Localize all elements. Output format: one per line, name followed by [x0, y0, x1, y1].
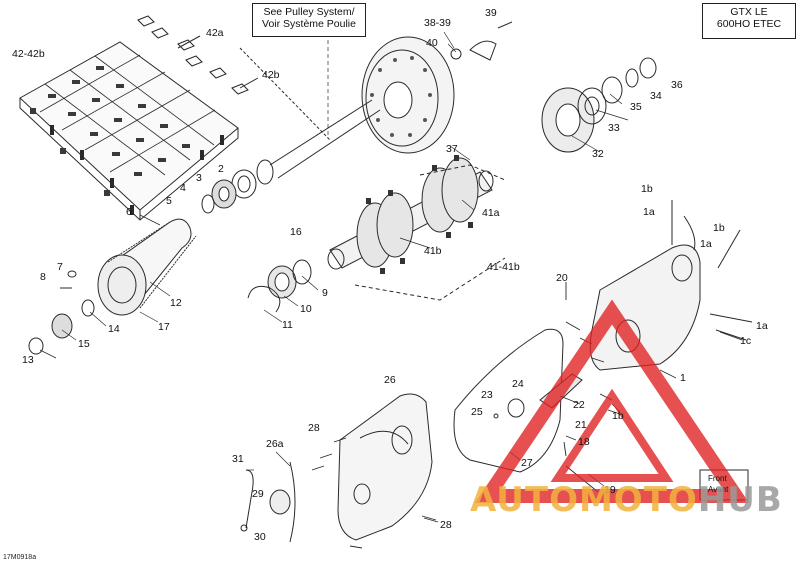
slider-grid-part: [19, 41, 239, 221]
callout-27: 27: [521, 457, 533, 469]
callout-3: 3: [196, 172, 202, 184]
callout-33: 33: [608, 122, 620, 134]
callout-1: 1: [680, 372, 686, 384]
chaincase-housing-part: [589, 200, 753, 371]
gasket-part: [453, 328, 564, 473]
callout-8: 8: [40, 271, 46, 283]
callout-29: 29: [252, 488, 264, 500]
callout-9: 9: [322, 287, 328, 299]
callout-16: 16: [290, 226, 302, 238]
callout-40: 40: [426, 37, 438, 49]
callout-37: 37: [446, 143, 458, 155]
clip-parts: [137, 15, 259, 95]
callout-41-41b: 41-41b: [487, 261, 520, 273]
model-line-2: 600HO ETEC: [716, 18, 782, 30]
callout-19: 19: [604, 484, 616, 496]
watermark-logo-text: AUTOMOTOHUB: [470, 480, 800, 530]
drawing-reference-code: 17M0918a: [3, 554, 37, 561]
callout-2: 2: [218, 163, 224, 175]
callout-1a-mid: 1a: [700, 238, 712, 250]
callout-21: 21: [575, 419, 587, 431]
front-label: Front: [708, 474, 727, 483]
callout-4: 4: [180, 182, 186, 194]
drive-shaft-part: [327, 155, 506, 301]
callout-7: 7: [57, 261, 63, 273]
callout-26a: 26a: [266, 438, 284, 450]
callout-39: 39: [485, 7, 497, 19]
callout-14: 14: [108, 323, 120, 335]
callout-30: 30: [254, 531, 266, 543]
callout-5: 5: [166, 195, 172, 207]
callout-1c: 1c: [740, 335, 752, 347]
avant-label: Avant: [708, 485, 729, 494]
callout-11: 11: [282, 319, 293, 331]
callout-1a-right: 1a: [756, 320, 768, 332]
callout-28-bot: 28: [440, 519, 452, 531]
pulley-note-line-2: Voir Système Poulie: [262, 18, 356, 30]
callout-15: 15: [78, 338, 90, 350]
chain-sprocket-part: [28, 218, 197, 355]
callout-42a: 42a: [206, 27, 224, 39]
callout-42b: 42b: [262, 69, 280, 81]
callout-41b: 41b: [424, 245, 442, 257]
leader-lines: [39, 31, 743, 523]
callout-22: 22: [573, 399, 585, 411]
watermark-text-part1: AUTOMOTO: [470, 480, 698, 520]
callout-24: 24: [512, 378, 524, 390]
watermark-text-part2: HUB: [697, 480, 783, 520]
chaincase-cover-part: [337, 393, 433, 541]
watermark-triangle: [474, 299, 750, 503]
callout-35: 35: [630, 101, 642, 113]
callout-28-top: 28: [308, 422, 320, 434]
callout-17: 17: [158, 321, 170, 333]
callout-36: 36: [671, 79, 683, 91]
callout-12: 12: [170, 297, 182, 309]
callout-42-42b: 42-42b: [12, 48, 45, 60]
pulley-part: [239, 36, 455, 179]
model-line-1: GTX LE: [730, 6, 768, 18]
callout-26: 26: [384, 374, 396, 386]
pulley-reference-box: See Pulley System/ Voir Système Poulie: [252, 3, 366, 37]
callout-10: 10: [300, 303, 312, 315]
callout-1b-right: 1b: [713, 222, 725, 234]
callout-31: 31: [232, 453, 244, 465]
callout-1a-top: 1a: [643, 206, 655, 218]
dipstick-part: [240, 461, 296, 543]
callout-32: 32: [592, 148, 604, 160]
bearing-housing-parts: [450, 21, 657, 153]
callout-34: 34: [650, 90, 662, 102]
callout-1b-low: 1b: [612, 410, 624, 422]
callout-6: 6: [126, 206, 132, 218]
seal-parts: [247, 259, 312, 313]
callout-18: 18: [578, 436, 590, 448]
pulley-note-line-1: See Pulley System/: [263, 6, 355, 18]
bearing-stack-part: [201, 159, 274, 214]
callout-1b-top: 1b: [641, 183, 653, 195]
callout-41a: 41a: [482, 207, 500, 219]
callout-20: 20: [556, 272, 568, 284]
model-box: GTX LE 600HO ETEC: [702, 3, 796, 39]
callout-13: 13: [22, 354, 34, 366]
callout-25: 25: [471, 406, 483, 418]
callout-38-39: 38-39: [424, 17, 451, 29]
callout-23: 23: [481, 389, 493, 401]
